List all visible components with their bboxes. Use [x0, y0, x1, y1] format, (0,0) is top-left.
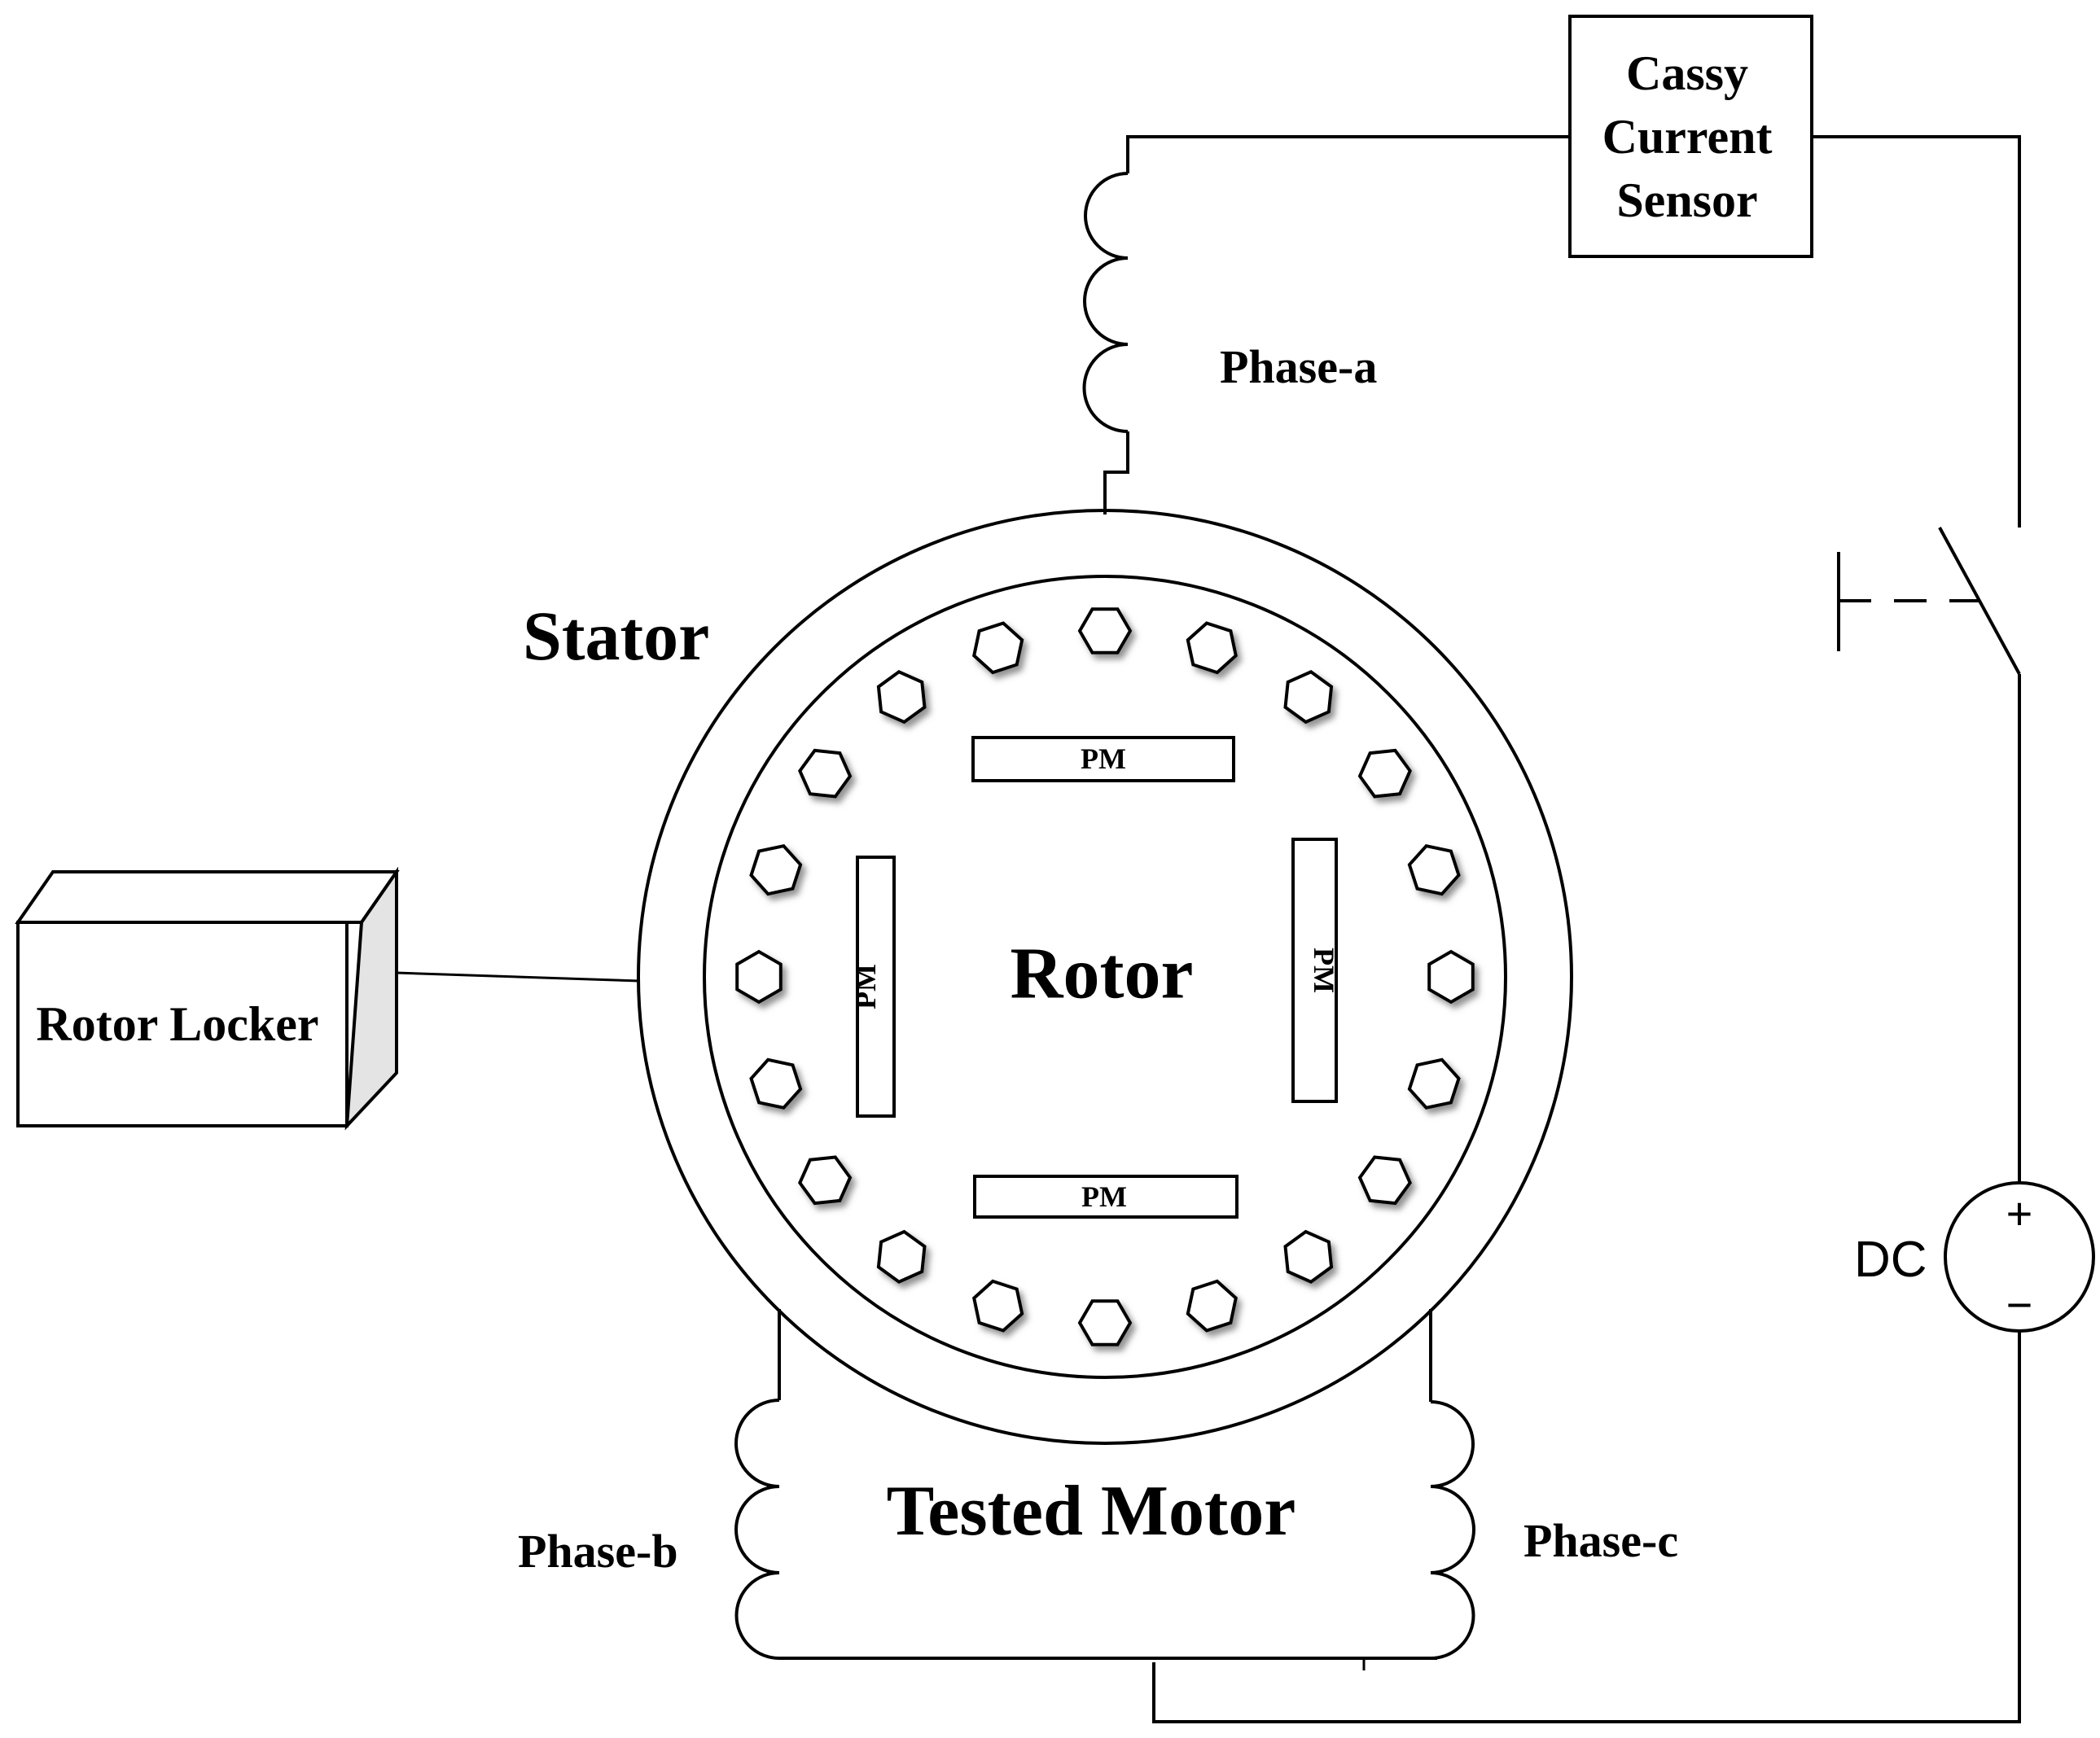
tested-motor-label: Tested Motor — [887, 1472, 1296, 1551]
stator-inner-ring — [703, 575, 1507, 1379]
stator-bolt — [1283, 1229, 1334, 1284]
phase-c-coil — [1430, 1400, 1475, 1660]
pm-right: PM — [1291, 838, 1340, 1103]
stator-bolt — [749, 844, 803, 896]
stator-bolt — [876, 1229, 927, 1284]
pm-top-bar — [971, 736, 1235, 782]
phase-b-coil — [734, 1399, 780, 1660]
stator-bolt — [1077, 607, 1133, 654]
current-sensor: Cassy Current Sensor — [1568, 15, 1813, 258]
pm-top: PM — [971, 736, 1235, 782]
switch — [1837, 527, 2021, 675]
switch-blade — [1938, 527, 2021, 675]
stator-outer-ring — [637, 509, 1573, 1445]
stator-bolt — [798, 748, 853, 799]
stator-bolt — [972, 1279, 1024, 1333]
stator-bolt — [749, 1057, 803, 1110]
tested-motor: PM PM PM PM Rotor — [637, 509, 1573, 1445]
rotor-locker-shaft — [396, 971, 640, 983]
stator-bolt — [1283, 670, 1334, 725]
dc-source-circle — [1944, 1181, 2095, 1333]
rotor-locker-top-face — [15, 870, 400, 924]
stator-label: Stator — [523, 597, 709, 675]
rotor-locker: Rotor Locker — [15, 866, 640, 1131]
stator-bolt — [972, 621, 1024, 675]
pm-left: PM — [849, 856, 896, 1118]
stator-bolt — [1357, 1155, 1412, 1206]
stator-bolt — [735, 949, 783, 1005]
phase-a-lead-top — [1126, 135, 1570, 173]
stator-bolt — [1357, 748, 1412, 799]
phase-a-lead-bottom — [1103, 431, 1129, 514]
pm-right-bar — [1291, 838, 1338, 1103]
phase-c-label: Phase-c — [1523, 1514, 1678, 1567]
phase-a-coil — [1082, 172, 1129, 433]
stator-bolt — [798, 1155, 853, 1206]
pm-left-bar — [856, 856, 896, 1118]
rotor-locker-front-face — [16, 921, 349, 1127]
stator-bolt — [1077, 1299, 1133, 1346]
dc-minus-sign: − — [2006, 1279, 2033, 1330]
sensor-box — [1568, 15, 1813, 258]
stator-bolt — [876, 670, 927, 725]
stator-bolt — [1407, 844, 1461, 896]
dc-plus-sign: + — [2006, 1188, 2033, 1239]
pm-bottom-label: PM — [1081, 1180, 1127, 1213]
stator-bolt — [1186, 621, 1238, 675]
circuit-wiring — [778, 135, 2021, 1723]
stator-bolt-group — [735, 607, 1475, 1346]
pm-left-label: PM — [849, 964, 882, 1009]
dc-return-wire — [1152, 1331, 2021, 1723]
pm-top-label: PM — [1081, 742, 1126, 775]
pm-right-label: PM — [1308, 948, 1340, 993]
sensor-label-line2: Current — [1602, 110, 1773, 164]
phase-b-label: Phase-b — [518, 1525, 678, 1578]
dc-label: DC — [1854, 1232, 1927, 1288]
pm-bottom-bar — [973, 1175, 1239, 1219]
sensor-label-line3: Sensor — [1616, 173, 1757, 227]
rotor-locker-label: Rotor Locker — [36, 997, 318, 1051]
rotor-locker-side-face — [344, 866, 398, 1131]
sensor-output-wire — [1812, 135, 2021, 528]
stator-bolt — [1407, 1057, 1461, 1110]
rotor-label: Rotor — [1011, 934, 1194, 1014]
sensor-label-line1: Cassy — [1626, 46, 1748, 100]
stator-bolt — [1427, 949, 1475, 1005]
pm-bottom: PM — [973, 1175, 1239, 1219]
stator-bolt — [1186, 1279, 1238, 1333]
dc-source: + − DC — [1854, 1181, 2095, 1333]
phase-a-label: Phase-a — [1220, 340, 1377, 393]
